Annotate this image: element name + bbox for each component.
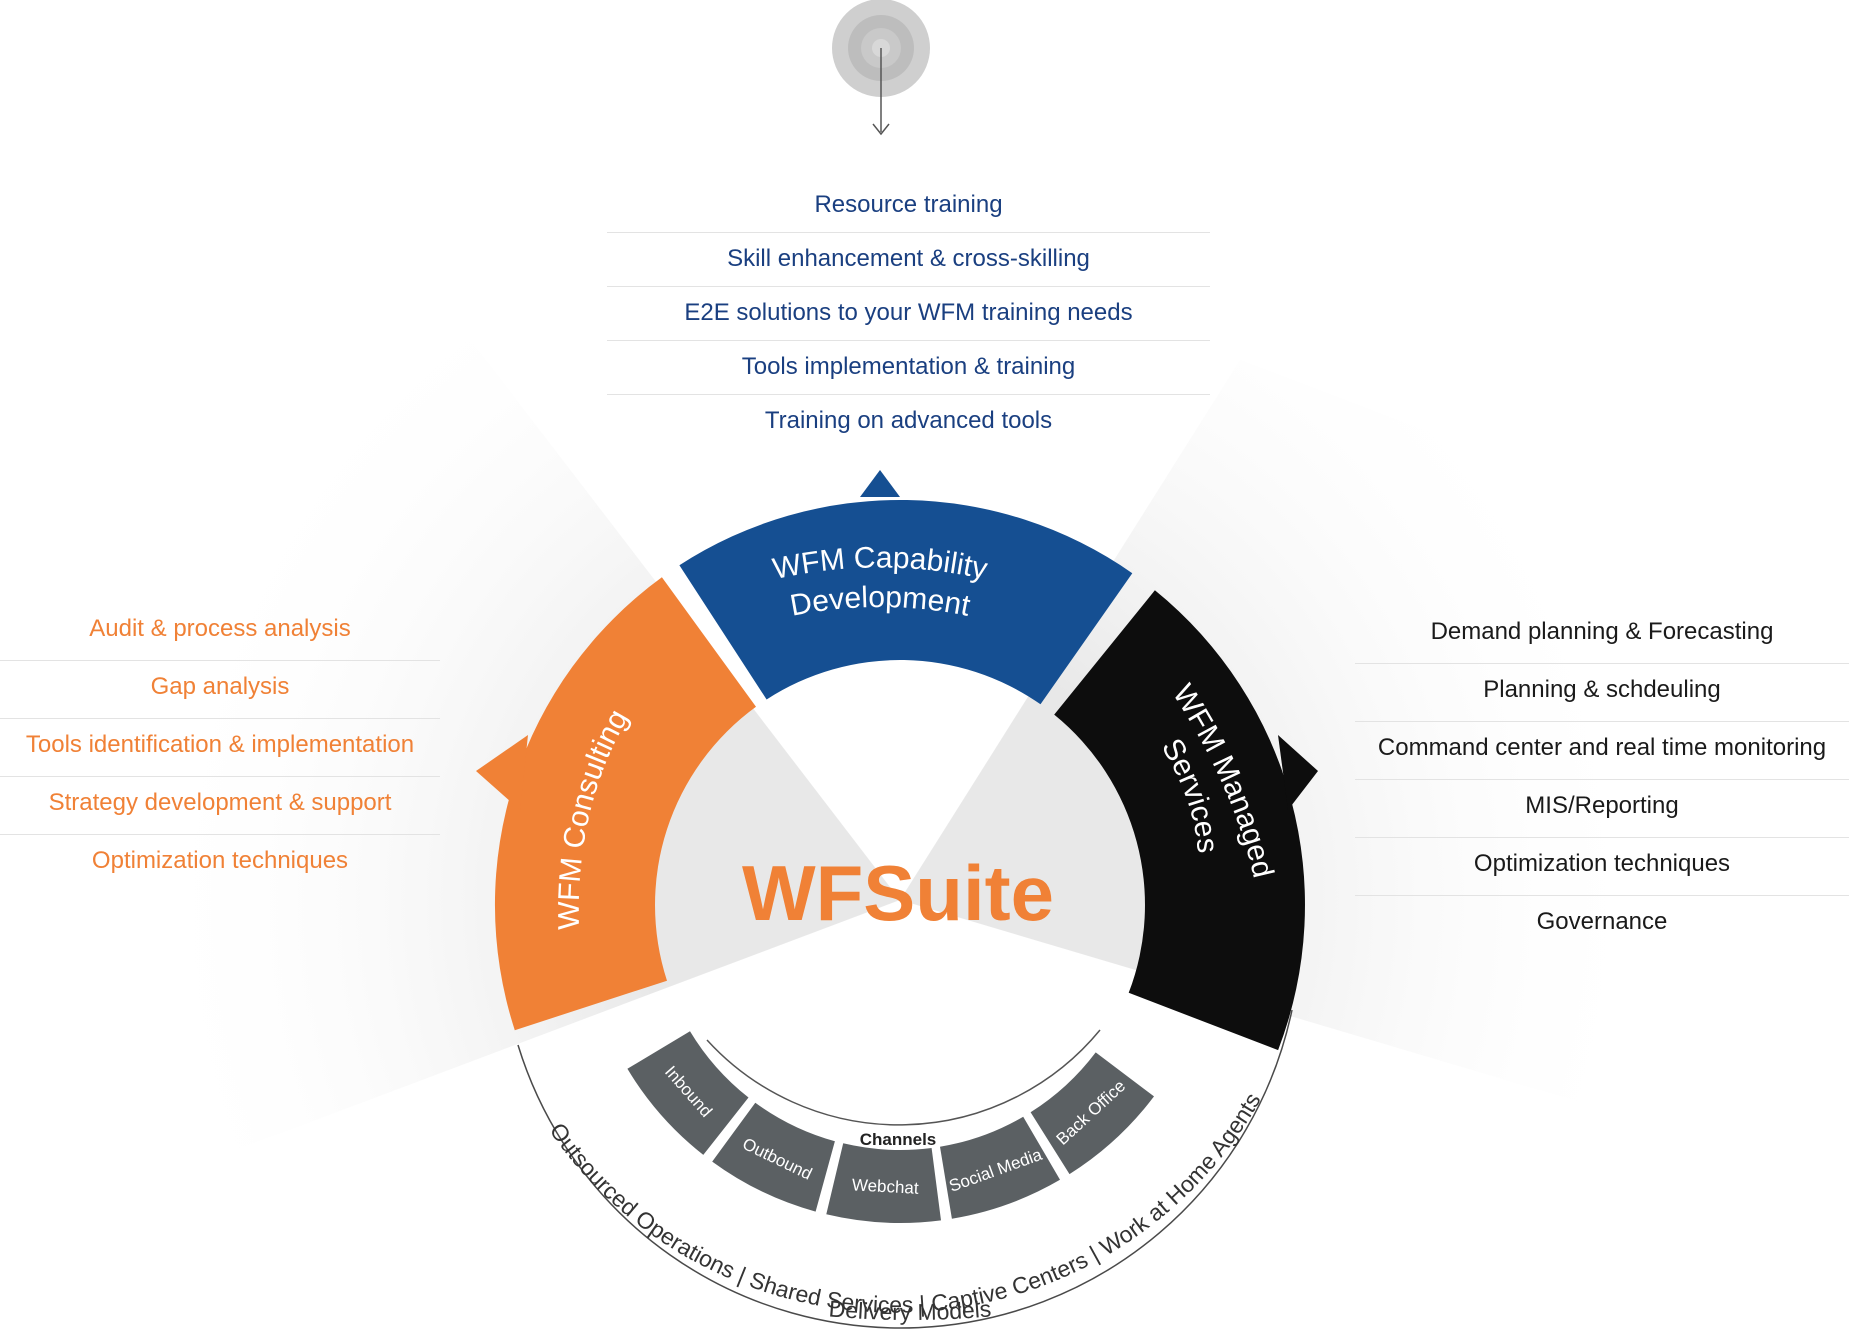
list-item: Tools implementation & training [607,341,1210,395]
list-item: Tools identification & implementation [0,719,440,777]
channels-inner-arc [706,1029,1101,1126]
list-item: Command center and real time monitoring [1355,722,1849,780]
channel-label: Webchat [851,1175,919,1197]
list-item: E2E solutions to your WFM training needs [607,287,1210,341]
channel-segment[interactable] [627,1031,749,1155]
list-item: Training on advanced tools [764,407,1053,434]
managed-services-list: Demand planning & Forecasting Planning &… [1355,606,1849,954]
list-item: Demand planning & Forecasting [1355,606,1849,664]
managed-services-segment[interactable] [1054,590,1305,1051]
list-item: Strategy development & support [0,777,440,835]
managed-pointer-icon [1278,735,1318,810]
scroll-down-target-icon[interactable] [832,0,930,136]
list-item: Gap analysis [0,661,440,719]
list-item: Optimization techniques [1355,838,1849,896]
list-item: Skill enhancement & cross-skilling [607,233,1210,287]
list-item: MIS/Reporting [1355,780,1849,838]
channel-segment[interactable] [826,1143,941,1224]
background-fans [80,270,1670,1190]
center-title: WFSuite [742,849,1054,937]
delivery-models-arc [517,1009,1293,1329]
channel-segment[interactable] [940,1116,1060,1219]
channel-segment[interactable] [712,1102,835,1212]
consulting-list: Audit & process analysis Gap analysis To… [0,603,440,893]
channel-segment[interactable] [1030,1052,1154,1175]
consulting-segment[interactable] [494,577,756,1031]
list-item: Resource training [607,179,1210,233]
capability-development-segment[interactable] [679,499,1133,705]
list-item: Optimization techniques [91,847,349,874]
channels-label: Channels [860,1130,937,1149]
consulting-pointer-icon [476,735,528,810]
list-item: Planning & schdeuling [1355,664,1849,722]
list-item: Governance [1536,908,1668,935]
capability-development-list: Resource training Skill enhancement & cr… [607,179,1210,449]
delivery-models-label: Delivery Models [828,1295,992,1325]
list-item: Audit & process analysis [0,603,440,661]
capability-pointer-icon [860,470,900,497]
